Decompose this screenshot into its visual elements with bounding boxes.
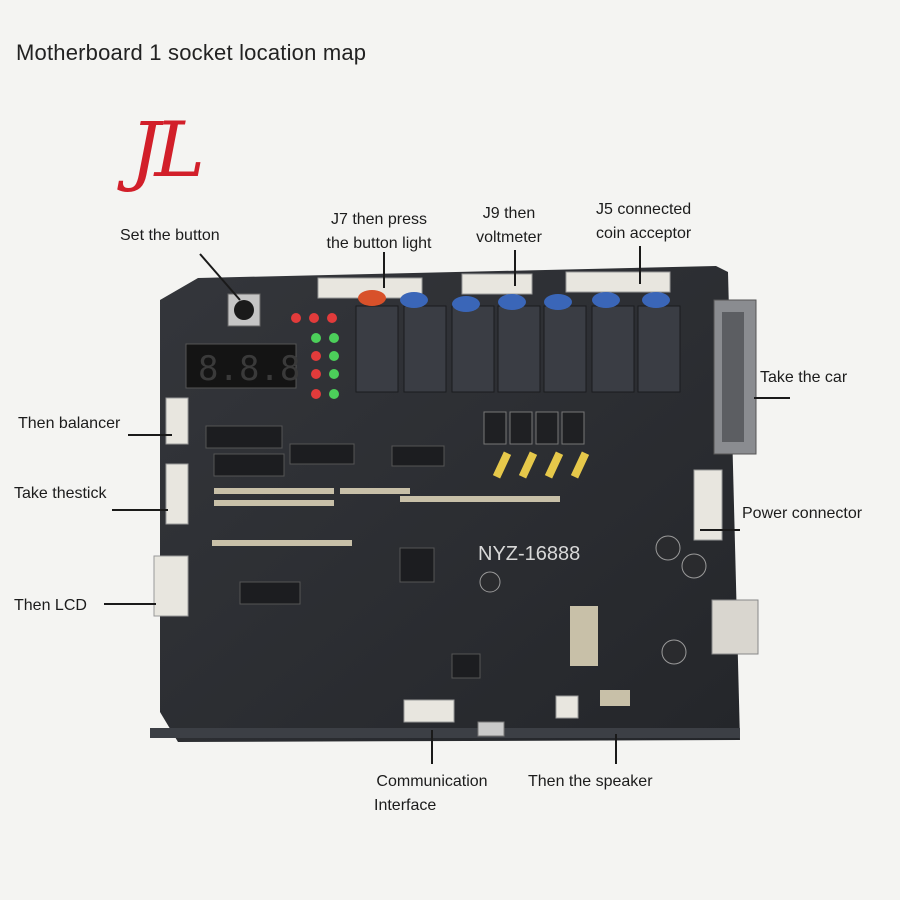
connector-car-inner — [722, 312, 744, 442]
ic-chips — [205, 425, 481, 679]
label-lcd: Then LCD — [14, 597, 87, 614]
usb-port — [477, 721, 505, 737]
yellow-components — [492, 451, 590, 479]
connector-j5 — [565, 271, 671, 293]
label-j7: J7 then press the button light — [304, 208, 454, 256]
led-column — [291, 313, 339, 399]
label-j9-line1: J9 then — [482, 205, 536, 222]
connector-communication — [403, 699, 455, 723]
connector-speaker — [555, 695, 579, 719]
power-regulator — [711, 599, 759, 655]
label-speaker: Then the speaker — [528, 773, 653, 790]
jl-logo: JL — [130, 105, 205, 194]
label-j5-line2: coin acceptor — [596, 225, 692, 242]
label-take-car: Take the car — [760, 369, 848, 386]
label-j9: J9 then voltmeter — [464, 202, 554, 250]
board-model-text: NYZ-16888 — [478, 543, 580, 565]
label-communication-line2: Interface — [374, 797, 437, 814]
label-power-connector: Power connector — [742, 505, 863, 522]
connector-stick — [165, 463, 189, 525]
label-j5: J5 connected coin acceptor — [596, 198, 691, 246]
label-j7-line2: the button light — [326, 235, 432, 252]
seven-segment-display — [185, 343, 297, 389]
leader-lines — [104, 246, 790, 764]
set-button-cap — [234, 300, 254, 320]
connector-lcd — [153, 555, 189, 617]
board-bottom-rail — [150, 728, 740, 738]
connector-balancer — [165, 397, 189, 445]
label-balancer: Then balancer — [18, 415, 121, 432]
transistor-group — [483, 411, 585, 445]
label-set-button: Set the button — [120, 227, 220, 244]
label-communication-line1: Communication — [376, 773, 488, 790]
relay-row — [355, 305, 681, 393]
display-digits: 8.8.8 — [198, 349, 300, 389]
connector-j9 — [461, 273, 533, 295]
electrolytic-capacitors — [479, 535, 707, 665]
connector-power — [693, 469, 723, 541]
blue-capacitors — [358, 290, 670, 312]
resistor-arrays — [212, 488, 630, 706]
label-communication: Communication Interface — [360, 770, 504, 818]
label-j5-line1: J5 connected — [596, 201, 692, 218]
page-title: Motherboard 1 socket location map — [16, 40, 367, 65]
label-j7-line1: J7 then press — [330, 211, 428, 228]
label-stick: Take thestick — [14, 485, 107, 502]
label-j9-line2: voltmeter — [476, 229, 542, 246]
